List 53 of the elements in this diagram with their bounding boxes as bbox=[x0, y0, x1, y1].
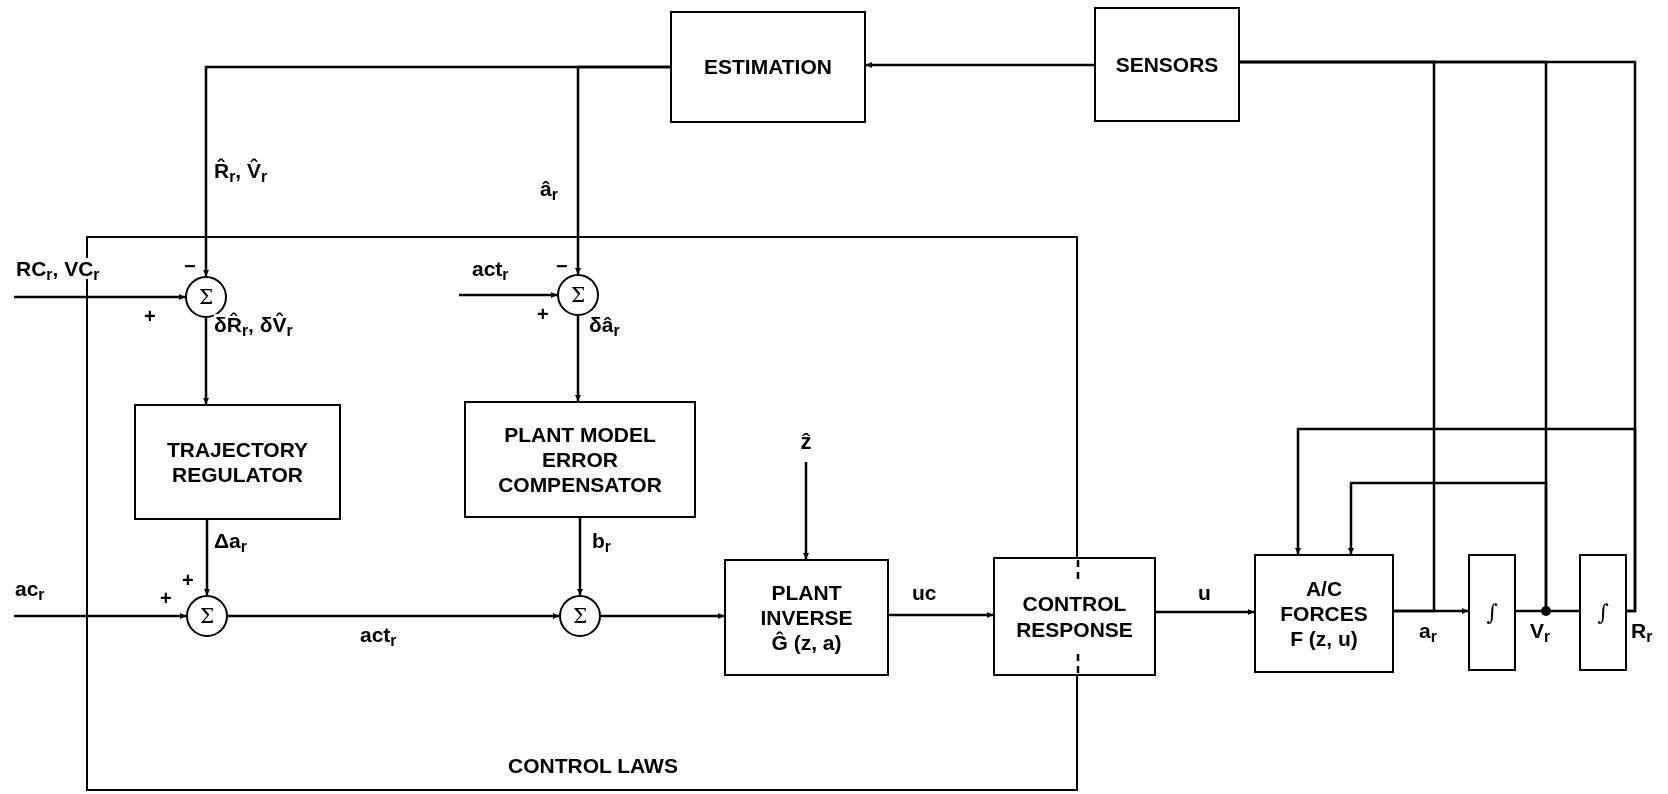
block-label: TRAJECTORY REGULATOR bbox=[165, 436, 310, 488]
sign-label: + bbox=[537, 304, 549, 324]
sign-label: + bbox=[144, 306, 156, 326]
block-box bbox=[134, 404, 341, 520]
input-symbol: ẑ bbox=[794, 422, 818, 462]
sign-label: + bbox=[160, 588, 172, 608]
arrow bbox=[203, 318, 209, 404]
block-box bbox=[1254, 554, 1394, 673]
arrow bbox=[1295, 427, 1637, 613]
signal-label: δR̂$_{r}$, δV̂$_{r}$ bbox=[214, 314, 293, 335]
arrow bbox=[601, 613, 724, 619]
signal-label: R̂$_{r}$, V̂$_{r}$ bbox=[214, 160, 268, 181]
integrator-block: ∫ bbox=[1468, 554, 1516, 671]
arrow bbox=[575, 65, 670, 274]
arrow bbox=[459, 292, 557, 298]
block-label: PLANT MODEL ERROR COMPENSATOR bbox=[497, 421, 663, 498]
arrow bbox=[204, 520, 210, 595]
summing-junction: Σ bbox=[557, 274, 599, 316]
arrow bbox=[889, 612, 993, 618]
block-label: A/C FORCES F (z, u) bbox=[1279, 575, 1369, 652]
block-box bbox=[993, 557, 1156, 676]
block-box bbox=[1094, 7, 1240, 122]
integrator-block: ∫ bbox=[1579, 554, 1627, 671]
block-box bbox=[724, 559, 889, 676]
block-label: SENSORS bbox=[1115, 51, 1219, 78]
sign-label: − bbox=[184, 256, 196, 276]
block-label: ESTIMATION bbox=[704, 54, 832, 80]
region-label: CONTROL LAWS bbox=[508, 752, 678, 779]
signal-label: â$_{r}$ bbox=[540, 178, 558, 199]
arrow bbox=[1348, 481, 1548, 606]
arrow bbox=[228, 613, 559, 619]
summing-junction: Σ bbox=[559, 595, 601, 637]
arrow bbox=[866, 62, 1094, 68]
summing-junction: Σ bbox=[185, 276, 227, 318]
arrow bbox=[14, 294, 185, 300]
block-label: CONTROL RESPONSE bbox=[1015, 591, 1134, 642]
summing-junction: Σ bbox=[186, 595, 228, 637]
signal-label: b$_{r}$ bbox=[592, 530, 611, 551]
signal-label: δâ$_{r}$ bbox=[589, 314, 620, 335]
arrow bbox=[577, 518, 583, 595]
block-box bbox=[464, 401, 696, 518]
sign-label: − bbox=[556, 256, 568, 276]
signal-line bbox=[1551, 609, 1579, 613]
block-box bbox=[670, 11, 866, 123]
block-label: PLANT INVERSE bbox=[759, 579, 854, 631]
block-label: Ĝ (z, a) bbox=[771, 630, 842, 656]
sign-label: + bbox=[182, 570, 194, 590]
arrow bbox=[14, 613, 186, 619]
arrow bbox=[575, 316, 581, 401]
signal-label: RC$_{r}$, VC$_{r}$ bbox=[16, 258, 100, 279]
arrow bbox=[803, 462, 809, 559]
arrow bbox=[1156, 609, 1254, 615]
signal-line bbox=[1516, 609, 1541, 613]
